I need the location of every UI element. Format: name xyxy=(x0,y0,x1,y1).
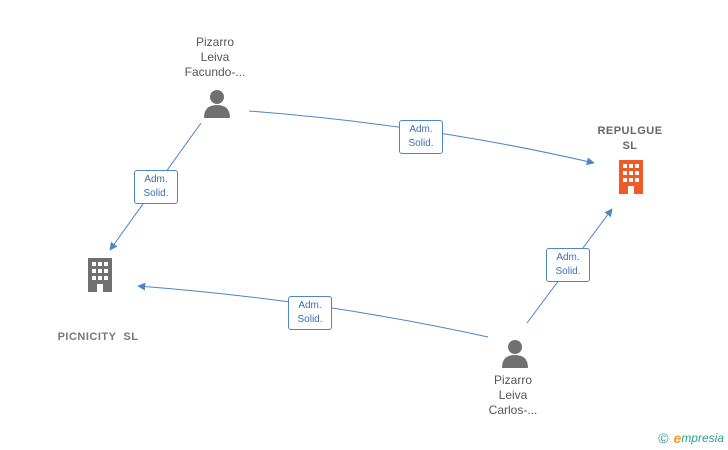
name-line: Pizarro xyxy=(493,373,532,387)
edge-label-line: Solid. xyxy=(143,188,169,199)
brand-logo-text: mpresia xyxy=(681,431,724,445)
name-line: REPULGUE xyxy=(597,125,663,137)
company-repulgue-name[interactable]: REPULGUE SL xyxy=(570,124,690,154)
edge-label-line: Solid. xyxy=(297,314,323,325)
name-line: Facundo-... xyxy=(184,65,246,79)
edge-label-line: Adm. xyxy=(409,124,433,135)
edge-label-line: Solid. xyxy=(555,266,581,277)
company-picnicity-name[interactable]: PICNICITY SL xyxy=(38,300,158,360)
copyright-symbol: © xyxy=(658,430,669,446)
edge-label-line: Solid. xyxy=(408,138,434,149)
edge-label-line: Adm. xyxy=(556,252,580,263)
edge-label-line: Adm. xyxy=(298,300,322,311)
building-icon[interactable] xyxy=(85,258,115,292)
brand-footer[interactable]: © e mpresia xyxy=(658,430,724,446)
edge-label-adm-solid[interactable]: Adm. Solid. xyxy=(134,170,178,204)
person-icon[interactable] xyxy=(202,88,232,118)
name-line: Carlos-... xyxy=(488,403,538,417)
person-icon[interactable] xyxy=(500,338,530,368)
building-icon[interactable] xyxy=(616,160,646,194)
brand-logo-initial: e xyxy=(673,430,682,446)
name-line: Leiva xyxy=(498,388,528,402)
name-line: PICNICITY SL xyxy=(57,331,139,343)
person-carlos-name[interactable]: Pizarro Leiva Carlos-... xyxy=(453,373,573,418)
edge-label-adm-solid[interactable]: Adm. Solid. xyxy=(546,248,590,282)
edge-label-adm-solid[interactable]: Adm. Solid. xyxy=(288,296,332,330)
name-line: Leiva xyxy=(200,50,230,64)
person-facundo-name[interactable]: Pizarro Leiva Facundo-... xyxy=(155,35,275,80)
edge-label-adm-solid[interactable]: Adm. Solid. xyxy=(399,120,443,154)
edge-label-line: Adm. xyxy=(144,174,168,185)
name-line: SL xyxy=(622,140,638,152)
name-line: Pizarro xyxy=(195,35,234,49)
